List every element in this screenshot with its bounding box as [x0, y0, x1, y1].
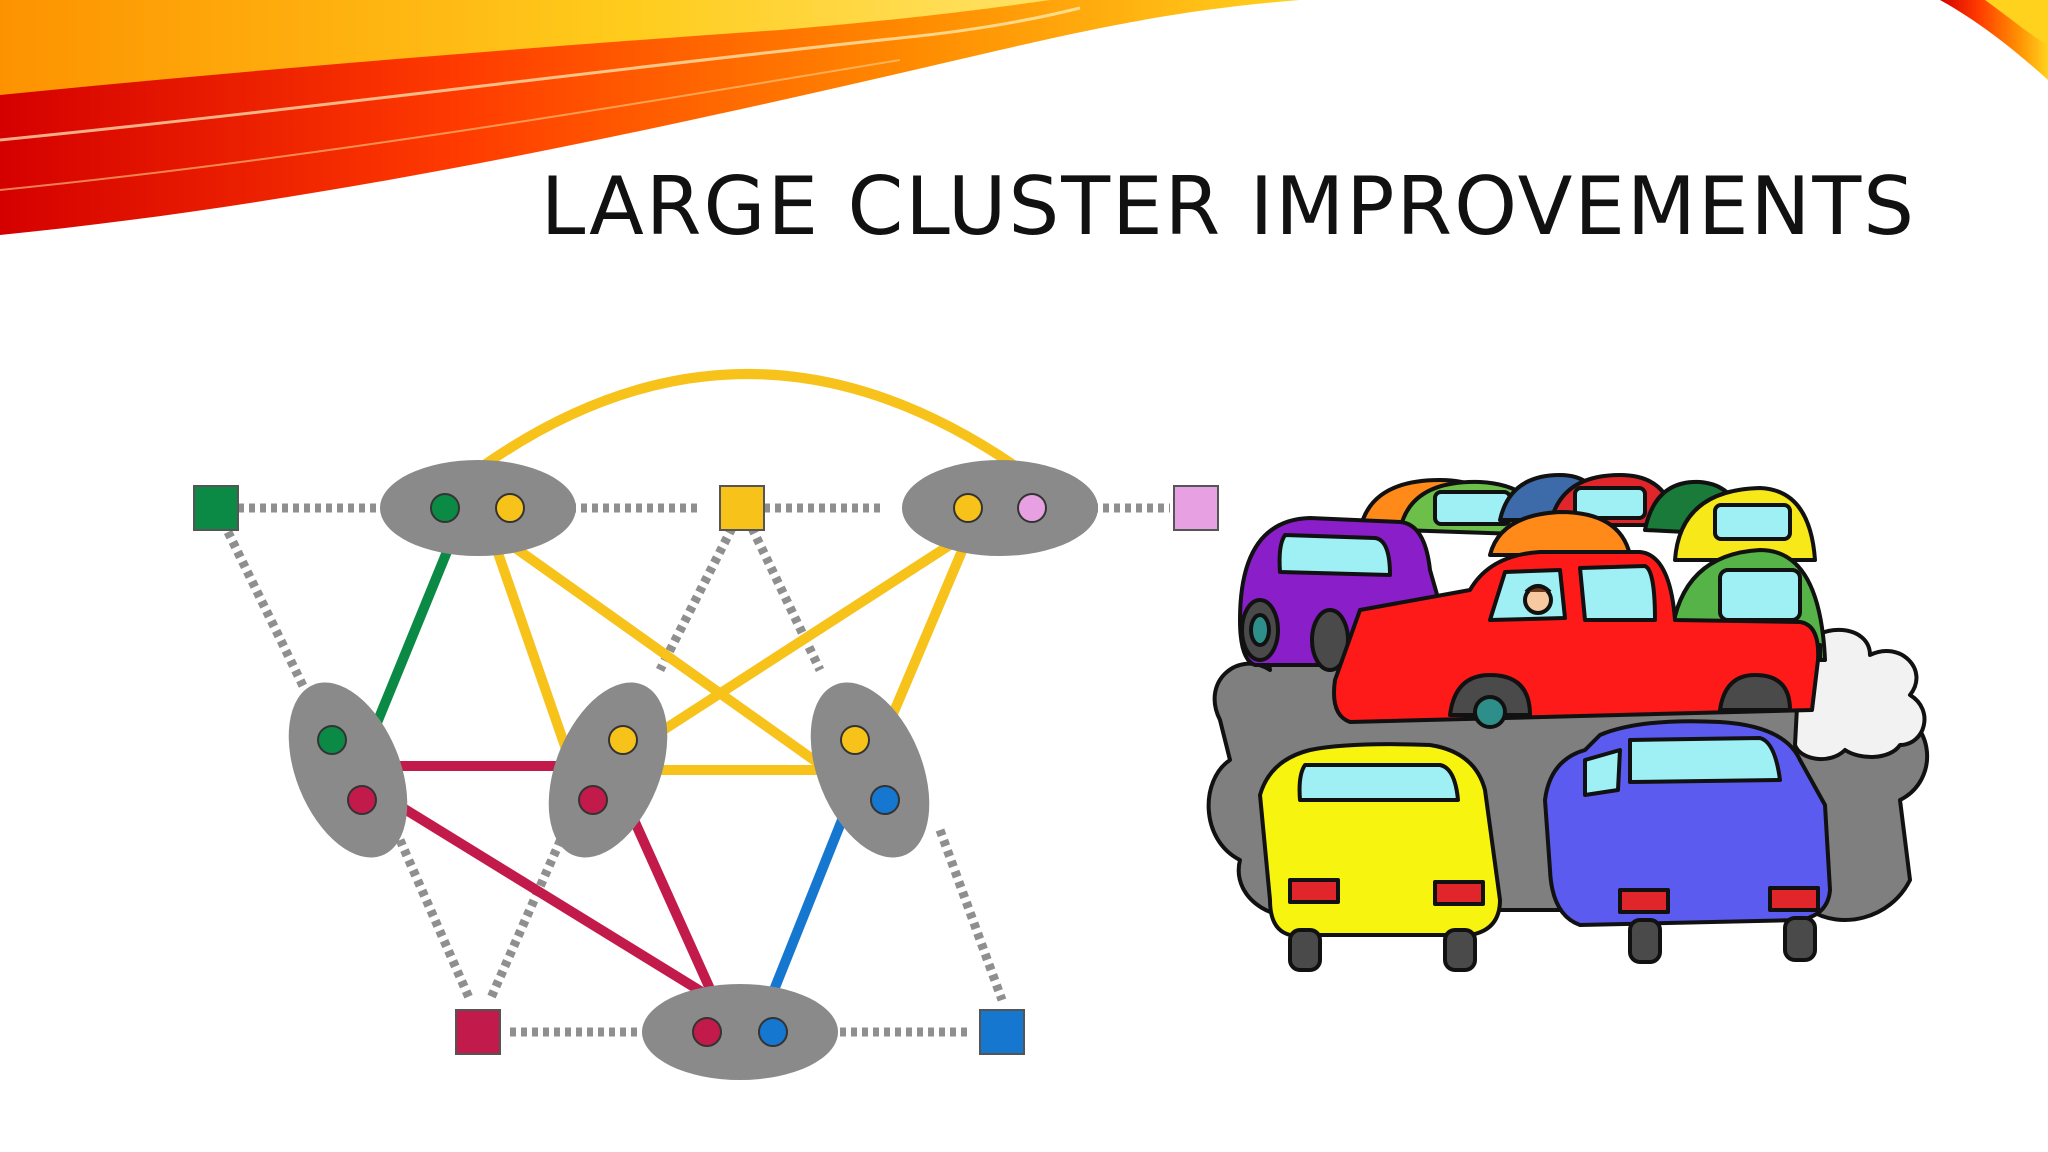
car-red-pickup — [1332, 550, 1821, 724]
server-node-mid-left — [288, 682, 408, 858]
car-mid-orange — [1488, 510, 1632, 557]
terminal-node-yellow — [719, 485, 765, 531]
network-diagram — [193, 369, 1219, 1080]
server-node-mid-center — [548, 682, 668, 858]
slide-title: LARGE CLUSTER IMPROVEMENTS — [540, 160, 1916, 253]
server-node-top-left — [380, 460, 576, 556]
decorative-swoosh — [0, 0, 2048, 235]
dashed-links — [223, 503, 1170, 1037]
terminal-node-pink — [1173, 485, 1219, 531]
terminal-node-green — [193, 485, 239, 531]
server-node-mid-right — [810, 682, 930, 858]
server-node-top-right — [902, 460, 1098, 556]
traffic-jam-illustration — [1206, 473, 1930, 972]
terminal-node-crimson — [455, 1009, 501, 1055]
server-node-bottom — [642, 984, 838, 1080]
terminal-node-blue — [979, 1009, 1025, 1055]
